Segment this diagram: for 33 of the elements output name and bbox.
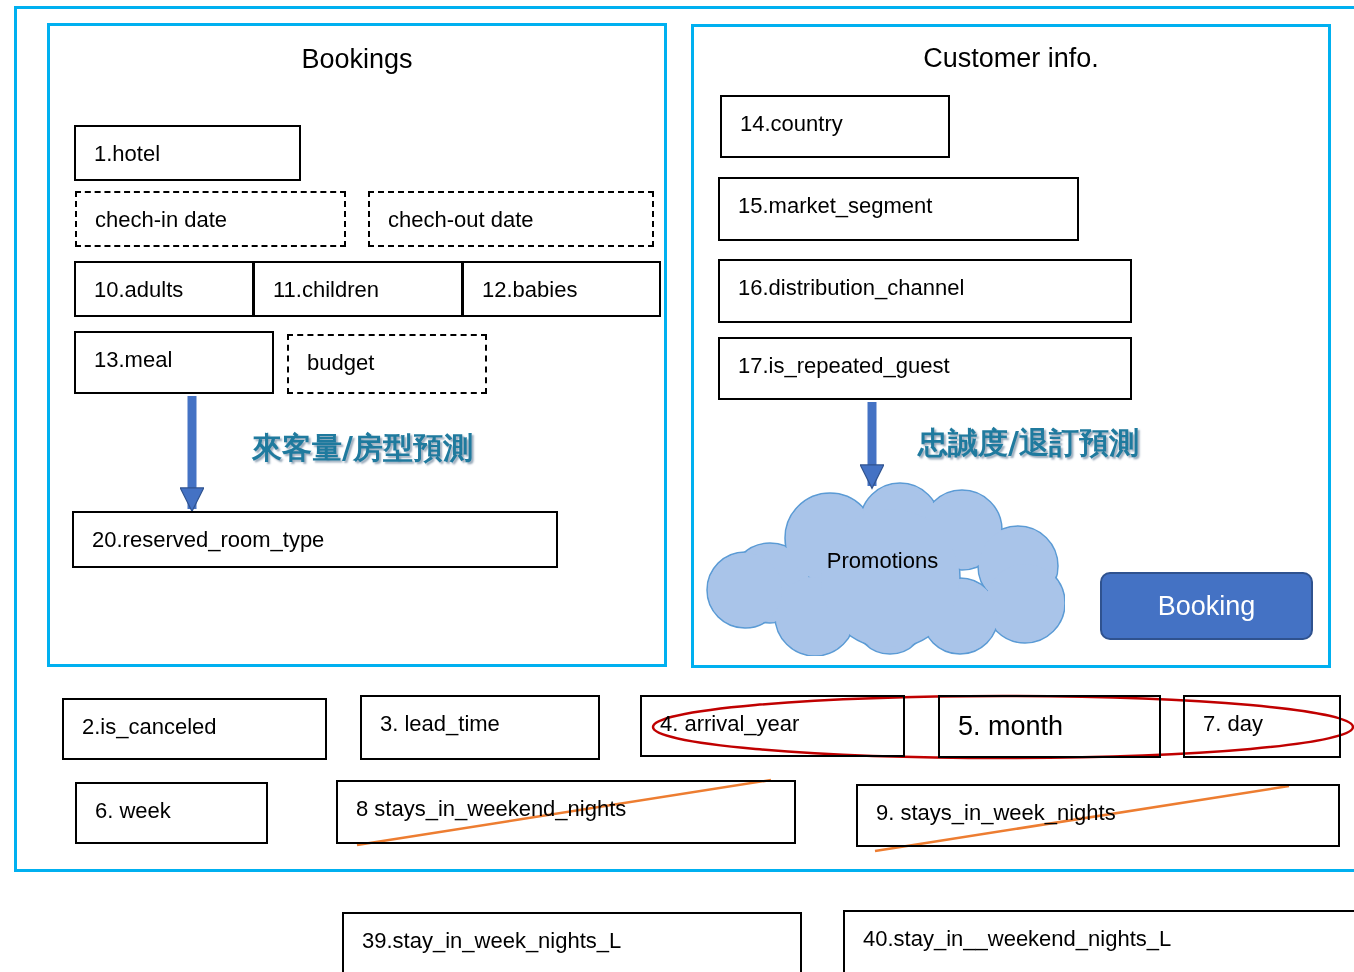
- field-box: 15.market_segment: [718, 177, 1079, 241]
- dashed-box: chech-in date: [75, 191, 346, 247]
- panel-heading: Bookings: [300, 44, 414, 75]
- field-box: 11.children: [253, 261, 463, 317]
- panel-heading: Customer info.: [922, 43, 1100, 74]
- arrow: [179, 396, 205, 512]
- field-box: 13.meal: [74, 331, 274, 394]
- field-box: 10.adults: [74, 261, 254, 317]
- field-box: 40.stay_in__weekend_nights_L: [843, 910, 1354, 972]
- dashed-box: budget: [287, 334, 487, 394]
- section-panel: [47, 23, 667, 667]
- field-box: 5. month: [938, 695, 1161, 758]
- field-box: 20.reserved_room_type: [72, 511, 558, 568]
- field-box: 9. stays_in_week_nights: [856, 784, 1340, 847]
- section-panel: [691, 24, 1331, 668]
- field-box: 6. week: [75, 782, 268, 844]
- field-box: 39.stay_in_week_nights_L: [342, 912, 802, 972]
- rounded-box: Booking: [1100, 572, 1313, 640]
- field-box: 7. day: [1183, 695, 1341, 758]
- cloud-label: Promotions: [825, 548, 940, 574]
- field-box: 2.is_canceled: [62, 698, 327, 760]
- arrow: [859, 402, 885, 489]
- field-box: 1.hotel: [74, 125, 301, 181]
- field-box: 16.distribution_channel: [718, 259, 1132, 323]
- field-box: 3. lead_time: [360, 695, 600, 760]
- outer-frame: [14, 6, 1354, 872]
- dashed-box: chech-out date: [368, 191, 654, 247]
- field-box: 4. arrival_year: [640, 695, 905, 757]
- edge-label: 忠誠度/退訂預測: [918, 424, 1139, 462]
- edge-label: 來客量/房型預測: [252, 429, 473, 467]
- field-box: 12.babies: [462, 261, 661, 317]
- field-box: 17.is_repeated_guest: [718, 337, 1132, 400]
- field-box: 14.country: [720, 95, 950, 158]
